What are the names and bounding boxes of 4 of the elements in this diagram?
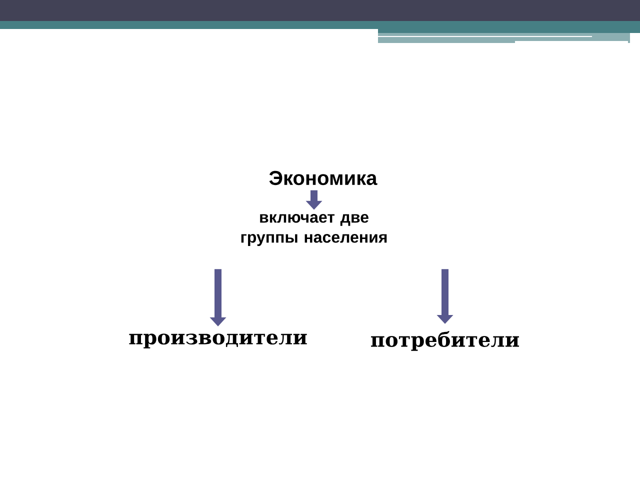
subtitle-text: включает две группы населения [241, 214, 387, 246]
title-text: Экономика [269, 170, 378, 186]
group-label: потребители [371, 331, 519, 351]
group-label: производители [129, 334, 307, 348]
